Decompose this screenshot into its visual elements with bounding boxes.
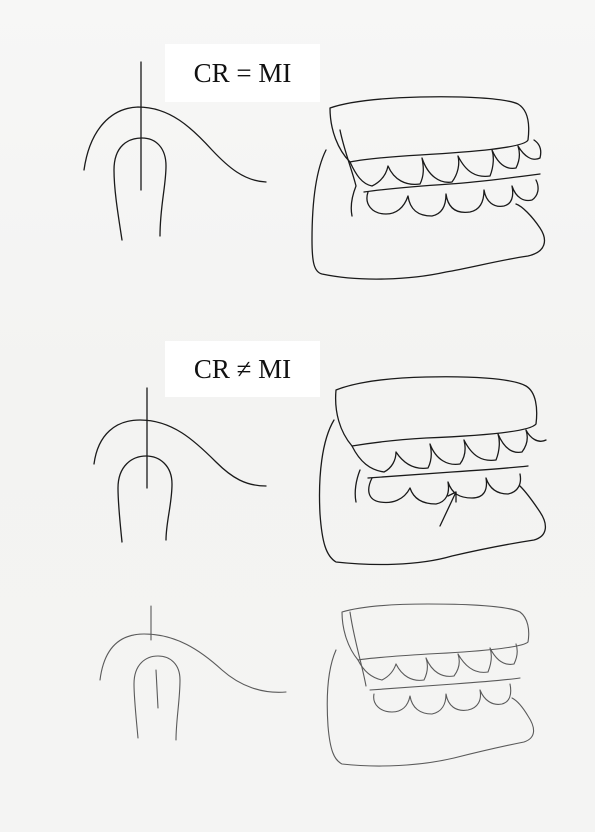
condyle-head [114, 138, 166, 240]
reference-line [156, 670, 158, 708]
jaw-sketch-middle [320, 377, 546, 565]
upper-teeth [350, 140, 541, 186]
lower-teeth [369, 474, 521, 504]
maxilla-outline [342, 604, 529, 660]
tmj-sketch-top [84, 62, 266, 240]
mandible-outline [327, 612, 533, 766]
maxilla-outline [330, 97, 529, 162]
jaw-sketch-top [312, 97, 544, 279]
occlusal-line [368, 466, 528, 478]
tmj-sketch-bottom [100, 606, 286, 740]
condyle-head [118, 456, 172, 542]
lower-teeth [367, 180, 538, 216]
mandible-outline [320, 420, 546, 564]
fossa-curve [84, 107, 266, 182]
occlusal-line [370, 678, 520, 690]
fossa-curve [100, 634, 286, 692]
tmj-sketch-middle [94, 388, 266, 542]
mandible-outline [312, 130, 544, 279]
contact-arrow [440, 492, 456, 526]
maxilla-outline [336, 377, 537, 446]
jaw-sketch-bottom [327, 604, 533, 766]
